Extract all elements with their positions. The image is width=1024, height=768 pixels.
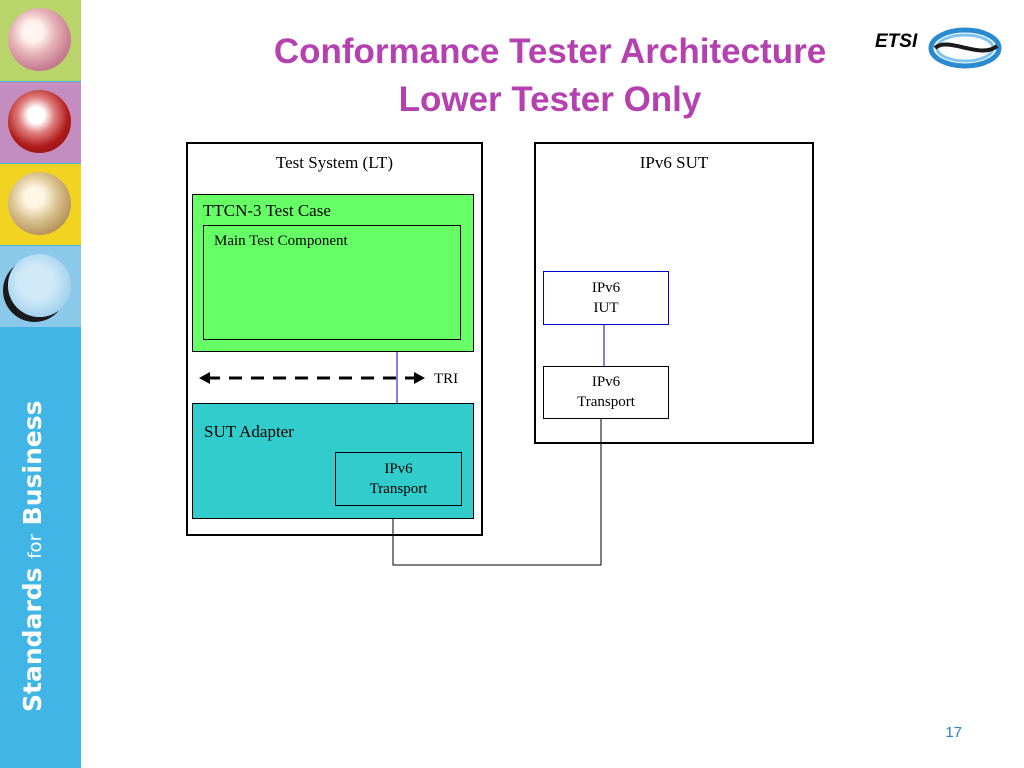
etsi-logo-text: ETSI — [875, 31, 918, 52]
sidebar-photo-tile-1 — [0, 0, 81, 81]
main-test-component-box — [203, 225, 461, 340]
slide-title-line-2: Lower Tester Only — [398, 80, 702, 119]
sut-adapter-label: SUT Adapter — [204, 422, 294, 441]
tagline-business: Business — [18, 400, 47, 526]
ttcn3-test-case-label: TTCN-3 Test Case — [203, 201, 331, 220]
ipv6-sut-box — [534, 142, 814, 444]
etsi-logo: ETSI — [875, 27, 1002, 69]
main-test-component-label: Main Test Component — [214, 233, 348, 249]
slide-title: Conformance Tester Architecture Lower Te… — [200, 28, 900, 124]
ttcn3-test-case-box — [192, 194, 474, 352]
sidebar-photo-tile-4 — [0, 246, 81, 327]
sidebar: Standards for Business — [0, 0, 81, 768]
tagline-standards: Standards — [18, 567, 47, 713]
tri-label: TRI — [434, 371, 459, 387]
globe-image-3 — [8, 172, 71, 235]
adapter-transport-line2: Transport — [369, 481, 428, 497]
globe-image-1 — [8, 8, 71, 71]
sut-ipv6-transport-box: IPv6 Transport — [543, 366, 669, 419]
page-number: 17 — [945, 724, 962, 741]
test-system-box — [186, 142, 483, 536]
sidebar-tagline: Standards for Business — [18, 400, 47, 712]
slide-title-line-1: Conformance Tester Architecture — [273, 32, 827, 71]
adapter-ipv6-transport-box: IPv6 Transport — [335, 452, 462, 506]
sut-transport-line1: IPv6 — [591, 374, 621, 390]
globe-image-4 — [8, 254, 71, 317]
ipv6-iut-box: IPv6 IUT — [543, 271, 669, 325]
sut-transport-line2: Transport — [577, 394, 635, 410]
iut-line2: IUT — [593, 300, 619, 316]
adapter-transport-line1: IPv6 — [384, 461, 413, 477]
iut-line1: IPv6 — [591, 280, 621, 296]
globe-image-2 — [8, 90, 71, 153]
ipv6-sut-label: IPv6 SUT — [639, 153, 709, 172]
sidebar-photo-tile-2 — [0, 82, 81, 163]
test-system-label: Test System (LT) — [275, 153, 394, 172]
sidebar-photo-tile-3 — [0, 164, 81, 245]
tagline-for: for — [25, 534, 46, 559]
